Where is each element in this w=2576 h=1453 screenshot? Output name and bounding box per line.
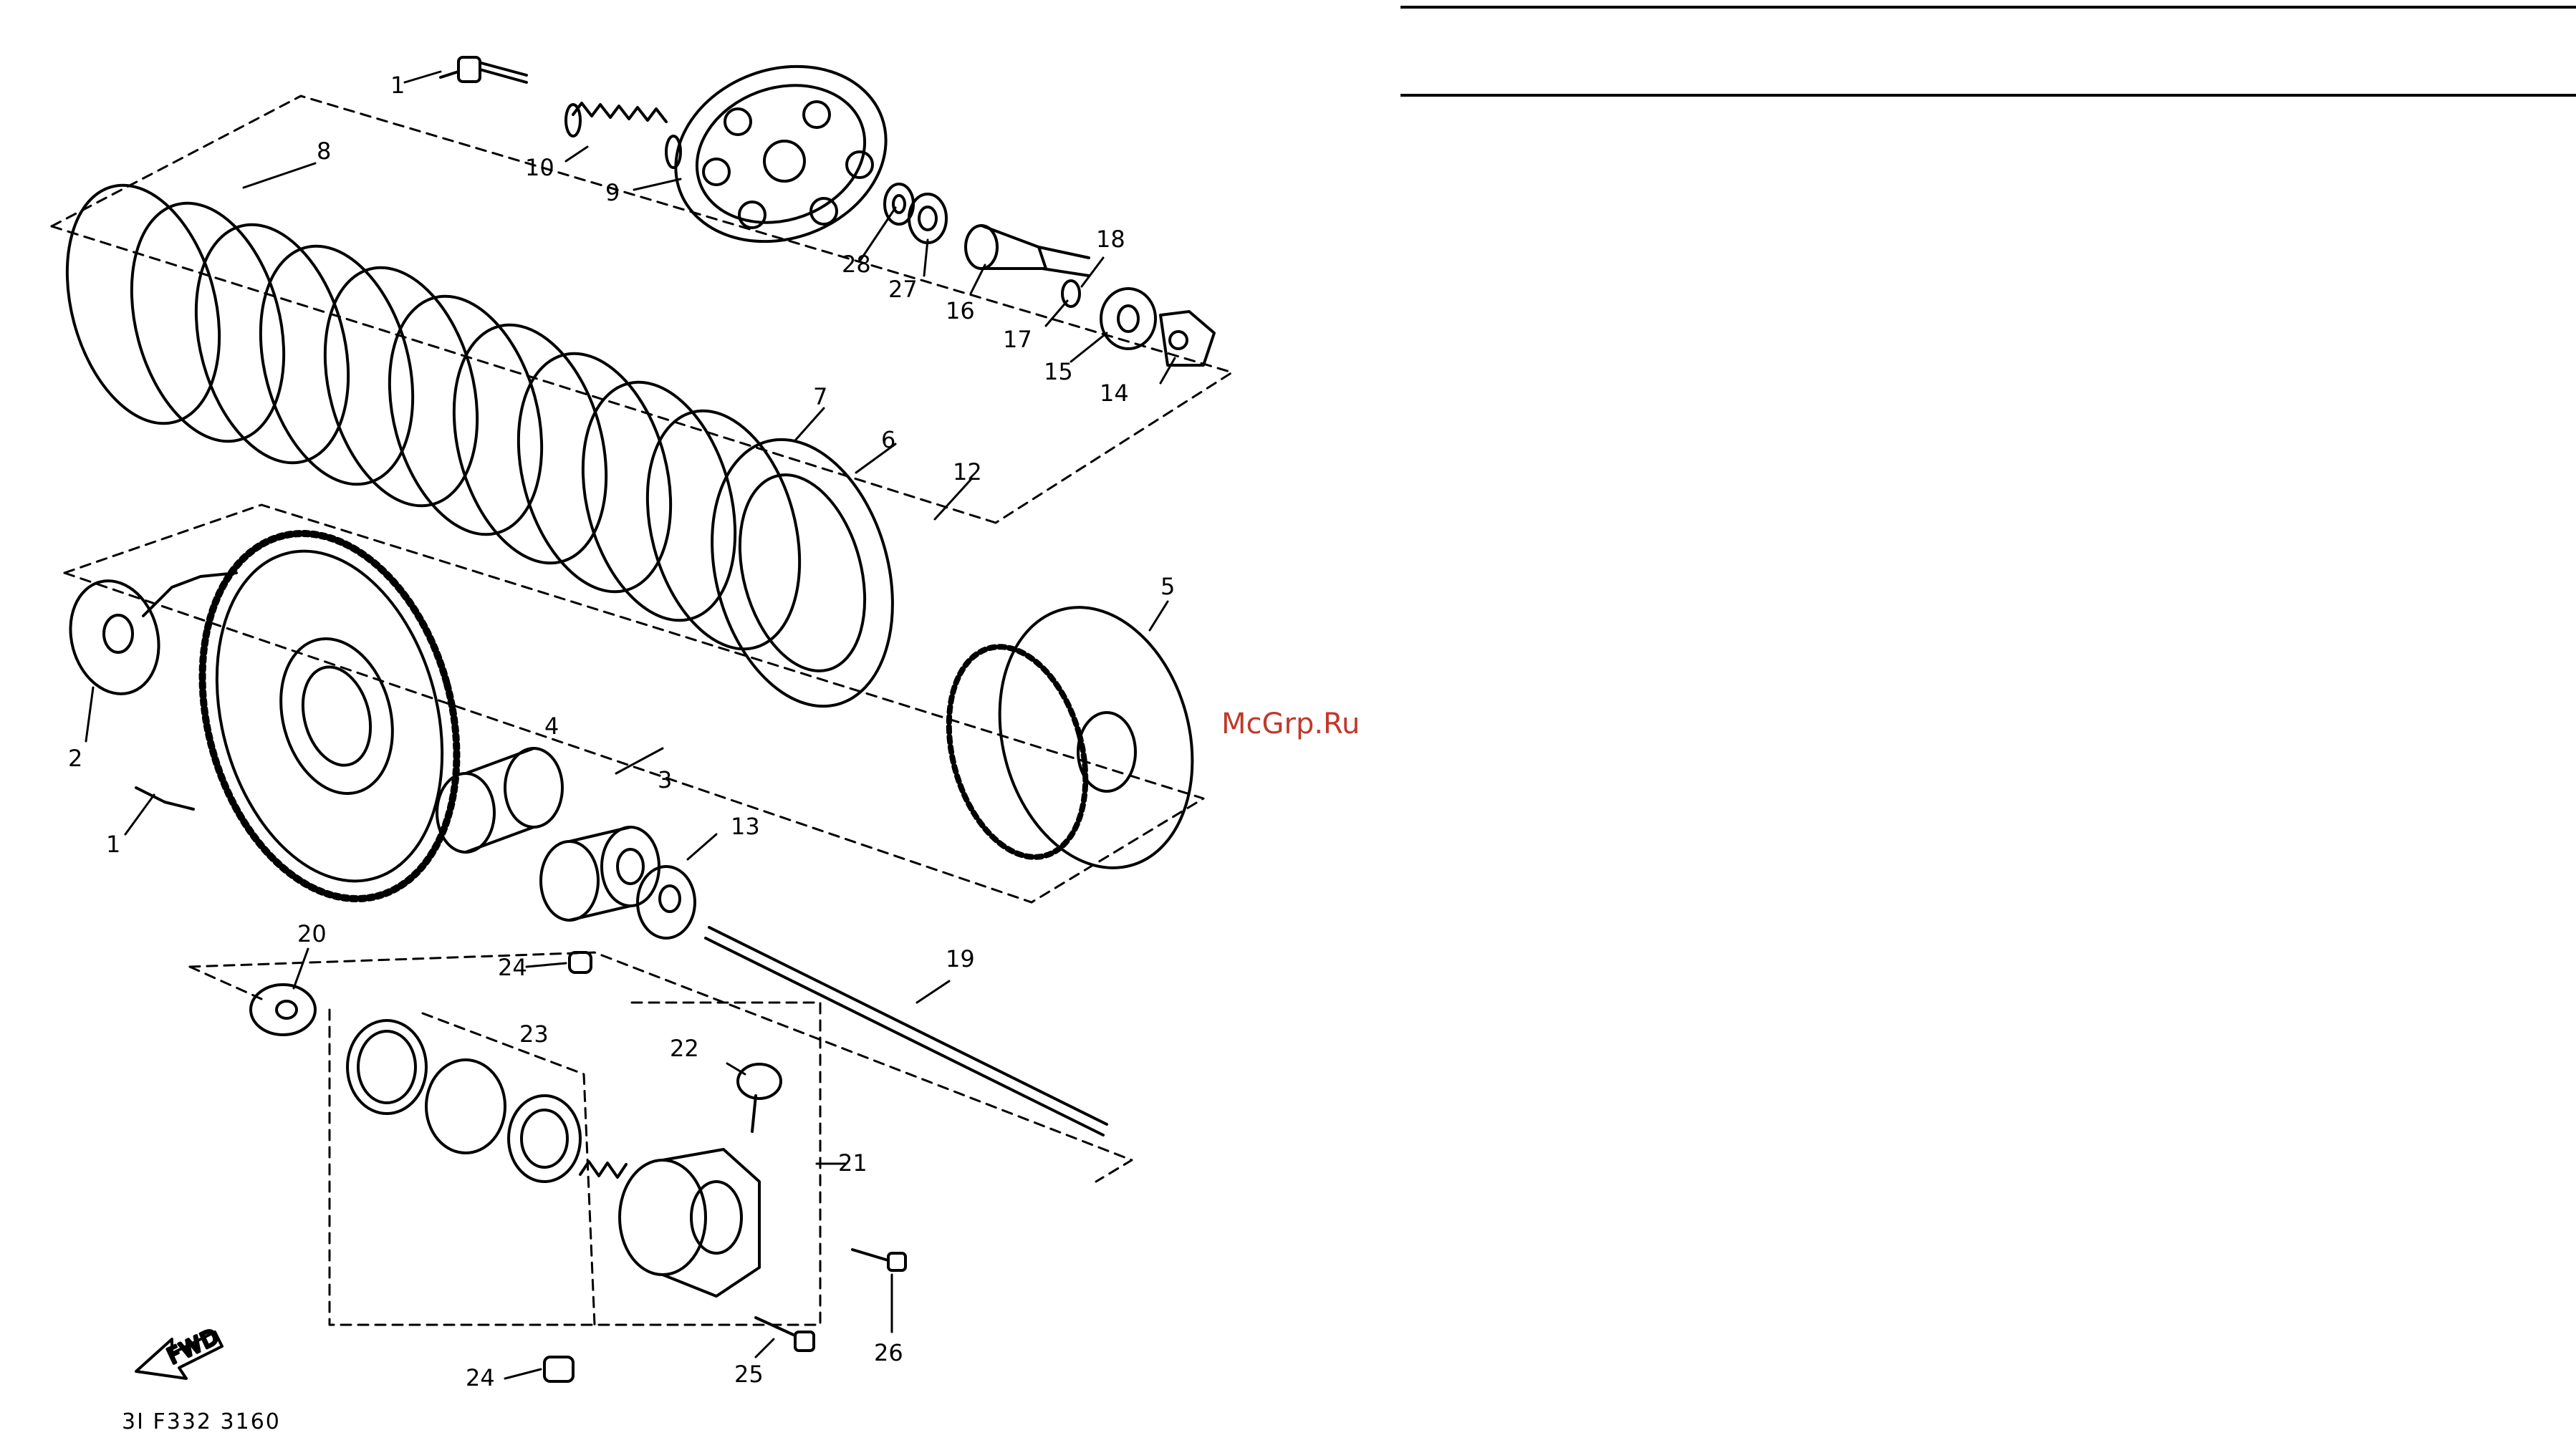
callout-24-bottom: 24 [466,1364,495,1391]
callout-11: 1 [390,72,405,99]
callout-8: 8 [317,137,331,165]
part-3-spacer [541,827,659,920]
callout-19: 19 [946,945,975,972]
part-1-clutch-housing [136,505,496,927]
header-rule-top [1400,6,2576,9]
fwd-label: FWD [164,1323,224,1369]
callout-6: 6 [881,426,895,453]
part-21-slave-cylinder [620,1149,759,1296]
callout-21: 21 [838,1149,868,1177]
callout-17: 17 [1003,326,1032,353]
fwd-arrow-icon: FWD [136,1323,224,1379]
callout-20: 20 [297,920,327,947]
callout-23: 23 [519,1020,549,1048]
callout-25: 25 [734,1361,764,1388]
callout-18: 18 [1096,226,1125,253]
callout-12: 12 [953,458,982,486]
clutch-plate-stack [42,168,921,727]
callout-9: 9 [605,179,620,206]
part-20-oil-seal [251,985,315,1035]
clutch-exploded-diagram: FWD [0,0,1397,1453]
callout-3: 3 [658,766,672,793]
callout-7: 7 [813,383,827,410]
header-rule-bottom [1400,94,2576,97]
callout-5: 5 [1160,573,1175,600]
assembly-frames [52,96,1232,1325]
callout-13: 13 [731,813,760,840]
callout-26: 26 [874,1339,903,1366]
part-9-pressure-plate [651,38,911,270]
part-24-dowel-top [569,952,591,972]
part-13-washer [638,867,695,938]
callout-10: 10 [525,154,554,181]
callout-28: 28 [842,251,871,278]
part-24-dowel-bottom [544,1357,573,1381]
callout-2: 2 [68,745,82,772]
callout-15: 15 [1044,358,1073,385]
part-5-clutch-boss [927,586,1220,890]
callout-1: 1 [106,831,120,858]
part-27-bearing [909,194,946,243]
part-10-spring [566,103,681,168]
callout-4: 4 [544,713,559,740]
part-19-long-push-rod [706,927,1107,1135]
part-25-bolt [756,1318,814,1351]
part-26-bolt [852,1250,905,1270]
callout-24-top: 24 [498,954,527,981]
callout-27: 27 [888,276,918,303]
callout-14: 14 [1100,380,1129,407]
callout-22: 22 [670,1035,699,1062]
part-15-bearing [1101,289,1155,349]
part-14-lock-washer [1160,312,1214,365]
part-11-bolt [441,57,527,82]
drawing-code: 3I F332 3160 [122,1409,281,1434]
callout-16: 16 [946,297,975,324]
